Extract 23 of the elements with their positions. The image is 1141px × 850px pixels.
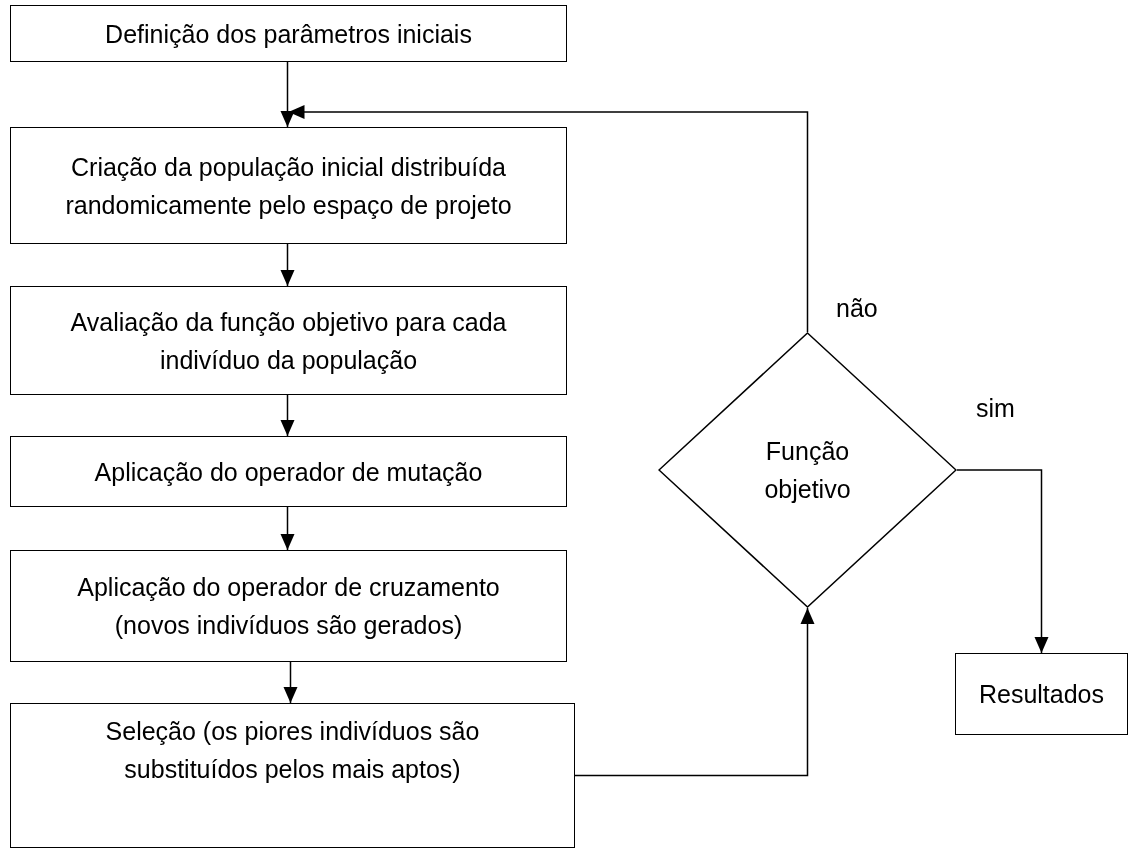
node-text: Resultados — [977, 679, 1106, 710]
process-box — [10, 5, 567, 62]
node-text: Avaliação da função objetivo para cada indivíduo da população — [69, 306, 508, 376]
process-box — [10, 703, 575, 848]
decision-diamond — [658, 332, 957, 608]
process-box — [10, 436, 567, 507]
node-text: Definição dos parâmetros iniciais — [104, 18, 473, 50]
process-box — [10, 550, 567, 662]
node-text: Seleção (os piores indivíduos são substituídos pelos mais aptos) — [104, 716, 481, 785]
arrow — [280, 506, 295, 551]
node-text: Aplicação do operador de cruzamento (novos indivíduos são gerados) — [76, 572, 501, 641]
arrow — [283, 661, 298, 704]
arrow — [574, 607, 815, 777]
arrow — [280, 394, 295, 437]
arrow — [280, 61, 295, 128]
node-text: Aplicação do operador de mutação — [93, 456, 484, 488]
process-box — [955, 653, 1128, 735]
node-text: Criação da população inicial distribuída randomicamente pelo espaço de projeto — [64, 151, 513, 221]
arrow — [956, 469, 1049, 654]
process-box — [10, 127, 567, 244]
node-text: Função objetivo — [763, 436, 852, 505]
process-box — [10, 286, 567, 395]
arrow — [280, 243, 295, 287]
